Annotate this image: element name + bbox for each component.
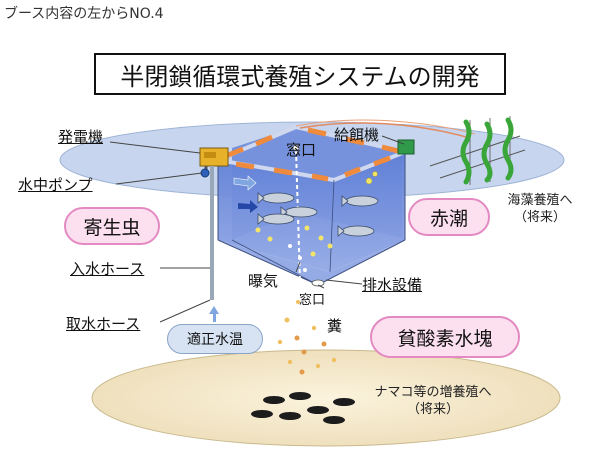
label-pump: 水中ポンプ [18,176,93,194]
label-seacucumber: ナマコ等の増養殖へ （将来） [358,384,508,418]
label-intake-hose: 取水ホース [66,315,141,333]
label-seacucumber-line2: （将来） [406,402,459,417]
temperature-text: 適正水温 [187,332,243,348]
label-seaweed: 海藻養殖へ （将来） [492,192,588,226]
red-tide-text: 赤潮 [429,207,468,230]
label-seacucumber-line1: ナマコ等の増養殖へ [374,385,492,400]
feeder-line [299,122,471,139]
intake-arrow [209,306,219,322]
label-generator: 発電機 [58,128,104,146]
leader-lines [109,135,405,323]
red-tide-pill: 赤潮 [408,198,490,236]
page-caption: ブース内容の左からNO.4 [4,6,164,22]
label-feeder: 給餌機 [334,126,380,144]
hypoxia-pill: 貧酸素水塊 [370,316,520,358]
label-seaweed-line2: （将来） [513,210,566,225]
rim-floats [225,127,399,182]
page-title-text: 半閉鎖循環式養殖システムの開発 [120,62,480,91]
parasite-pill: 寄生虫 [64,207,160,245]
feces-particles [277,300,337,375]
label-feces: 糞 [327,317,343,335]
fish-group [257,192,379,237]
label-aeration: 曝気 [248,272,279,290]
label-drain: 排水設備 [362,276,423,294]
tank-funnel [218,240,405,285]
generator-box [199,147,229,167]
label-inlet-hose: 入水ホース [70,260,145,278]
hypoxia-text: 貧酸素水塊 [397,327,493,350]
parasite-text: 寄生虫 [83,216,141,239]
feeder-box [397,139,415,155]
pump-icon [200,168,210,178]
label-top-window: 窓口 [286,141,317,159]
seaweed-farm [429,116,526,185]
page-title: 半閉鎖循環式養殖システムの開発 [94,53,506,95]
pellets-in-tank [255,171,378,272]
flow-arrow-1 [233,175,257,191]
sea-cucumbers [251,392,355,424]
label-seaweed-line1: 海藻養殖へ [507,193,573,208]
bottom-window [311,279,325,287]
temperature-pill: 適正水温 [167,324,263,354]
flow-arrow-2 [238,200,258,213]
seabed [91,349,561,447]
label-bottom-window: 窓口 [299,293,326,308]
